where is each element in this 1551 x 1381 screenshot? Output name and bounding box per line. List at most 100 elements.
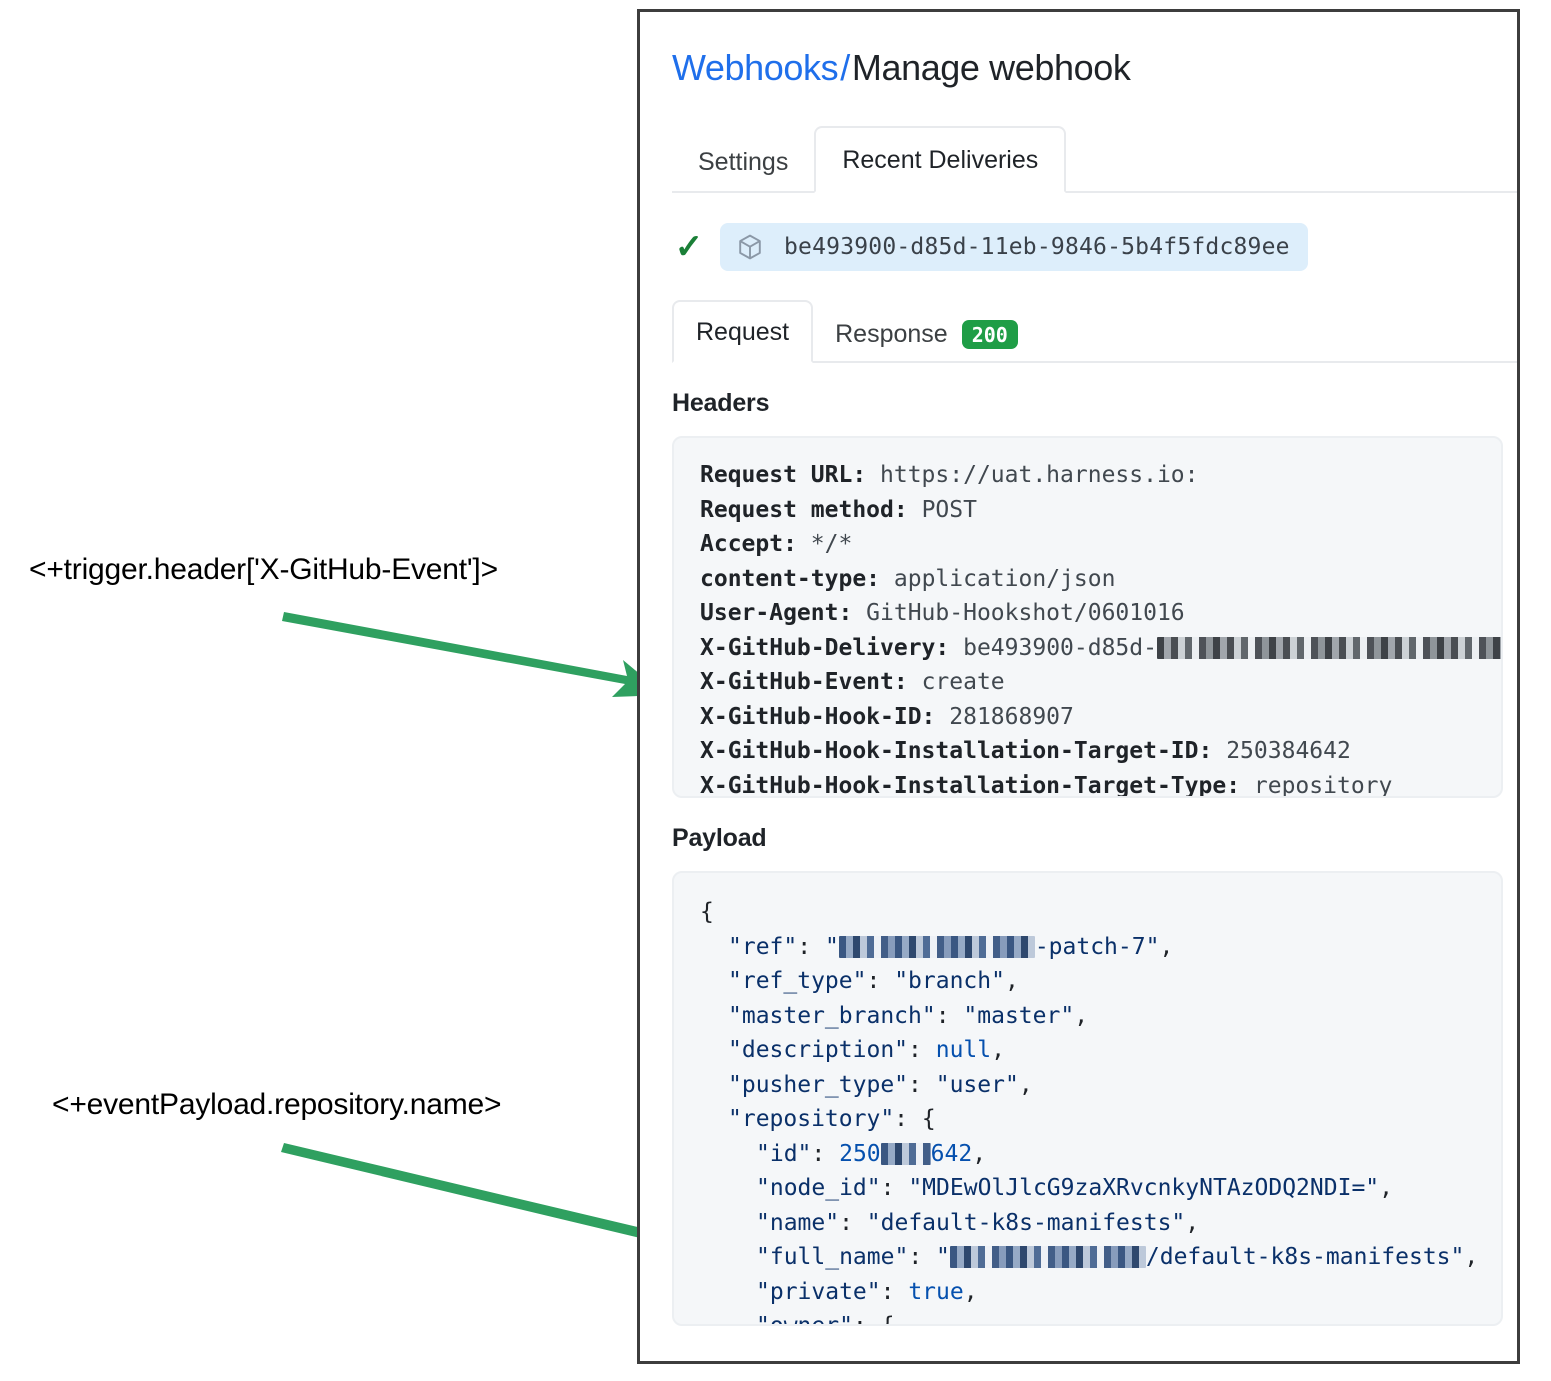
payload-token-key: "description" <box>728 1037 909 1064</box>
webhook-tabs: Settings Recent Deliveries <box>672 115 1517 194</box>
arrow-to-x-github-event <box>282 612 665 697</box>
redacted-text <box>1156 636 1501 659</box>
header-key: Request URL: <box>700 462 881 489</box>
payload-token-punct: , <box>1004 968 1019 995</box>
payload-token-punct: : <box>839 1209 867 1236</box>
payload-token-punct: , <box>991 1037 1005 1064</box>
header-value: POST <box>921 496 977 523</box>
redacted-text <box>880 1142 931 1165</box>
payload-token-punct: , <box>1159 933 1174 960</box>
header-line: X-GitHub-Hook-ID: 281868907 <box>700 700 1477 735</box>
header-line: Request method: POST <box>700 493 1477 528</box>
headers-code-block: Request URL: https://uat.harness.io:Requ… <box>672 436 1503 799</box>
header-key: Accept: <box>700 531 811 558</box>
payload-token-punct: , <box>1018 1071 1033 1098</box>
check-icon: ✓ <box>674 228 704 267</box>
delivery-chip[interactable]: be493900-d85d-11eb-9846-5b4f5fdc89ee <box>720 223 1308 272</box>
header-key: X-GitHub-Hook-Installation-Target-ID: <box>700 738 1227 765</box>
header-line: User-Agent: GitHub-Hookshot/0601016 <box>700 596 1477 631</box>
payload-token-num: 642 <box>930 1140 973 1167</box>
payload-token-str: " <box>936 1244 950 1271</box>
tab-request-label: Request <box>696 318 790 347</box>
payload-token-str: "branch" <box>894 968 1005 995</box>
payload-line: "name": "default-k8s-manifests", <box>700 1206 1477 1241</box>
delivery-guid: be493900-d85d-11eb-9846-5b4f5fdc89ee <box>784 234 1290 261</box>
annotation-label-trigger-header: <+trigger.header['X-GitHub-Event']> <box>29 553 498 586</box>
payload-token-lit: null <box>935 1037 992 1064</box>
payload-token-punct: , <box>1185 1209 1200 1236</box>
header-key: content-type: <box>700 565 894 592</box>
header-value: GitHub-Hookshot/0601016 <box>866 600 1185 627</box>
payload-line: "owner": { <box>700 1309 1477 1327</box>
payload-token-key: "id" <box>756 1140 812 1167</box>
header-line: Accept: */* <box>700 527 1477 562</box>
delivery-row: ✓ be493900-d85d-11eb-9846-5b4f5fdc89ee <box>672 223 1517 272</box>
payload-token-punct: , <box>1464 1244 1479 1271</box>
payload-line: "ref": "-patch-7", <box>700 930 1477 965</box>
payload-token-key: "node_id" <box>756 1175 881 1202</box>
payload-token-punct: , <box>972 1140 987 1167</box>
header-key: X-GitHub-Hook-Installation-Target-Type: <box>700 772 1254 799</box>
payload-token-str: "master" <box>963 1002 1075 1029</box>
header-value: repository <box>1253 772 1393 799</box>
header-line: X-GitHub-Event: create <box>700 665 1477 700</box>
payload-token-str: "MDEwOlJlcG9zaXRvcnkyNTAzODQ2NDI=" <box>908 1175 1380 1202</box>
payload-token-key: "name" <box>756 1209 840 1236</box>
payload-token-punct: { <box>700 899 714 926</box>
package-icon <box>736 233 764 261</box>
tab-settings[interactable]: Settings <box>698 148 789 177</box>
request-response-tabs: Request Response 200 <box>672 297 1517 364</box>
tab-request[interactable]: Request <box>672 300 814 364</box>
payload-token-punct: , <box>963 1278 978 1305</box>
payload-token-punct: : <box>908 1037 936 1064</box>
payload-token-key: "full_name" <box>756 1244 909 1271</box>
redacted-text <box>838 935 1035 958</box>
payload-token-punct: : { <box>852 1313 895 1327</box>
payload-line: "description": null, <box>700 1033 1477 1068</box>
payload-line: "ref_type": "branch", <box>700 964 1477 999</box>
payload-token-punct: , <box>1074 1002 1089 1029</box>
payload-token-punct: , <box>1379 1175 1393 1202</box>
header-value: be493900-d85d- <box>963 634 1157 661</box>
payload-token-key: "ref" <box>728 933 798 960</box>
payload-token-str: " <box>824 933 839 960</box>
breadcrumb-link-webhooks[interactable]: Webhooks <box>672 47 839 88</box>
payload-token-punct: : <box>866 968 895 995</box>
annotation-label-event-payload: <+eventPayload.repository.name> <box>52 1088 502 1121</box>
payload-line: "master_branch": "master", <box>700 999 1477 1034</box>
tab-response[interactable]: Response 200 <box>813 304 1040 363</box>
payload-code-block: {"ref": "-patch-7","ref_type": "branch",… <box>672 871 1503 1327</box>
payload-token-key: "private" <box>756 1278 881 1305</box>
tab-recent-deliveries[interactable]: Recent Deliveries <box>814 126 1067 194</box>
header-key: X-GitHub-Event: <box>700 669 922 696</box>
payload-token-punct: : <box>908 1244 937 1271</box>
payload-token-key: "repository" <box>728 1106 895 1133</box>
tab-response-label: Response <box>835 320 948 349</box>
payload-token-punct: : <box>811 1140 840 1167</box>
payload-token-punct: : <box>935 1002 964 1029</box>
payload-heading: Payload <box>672 824 767 853</box>
header-value: 250384642 <box>1226 738 1351 765</box>
payload-token-key: "master_branch" <box>728 1002 936 1029</box>
payload-line: "full_name": "/default-k8s-manifests", <box>700 1240 1479 1275</box>
header-line: X-GitHub-Hook-Installation-Target-ID: 25… <box>700 734 1477 769</box>
redacted-text <box>949 1246 1146 1269</box>
header-key: X-GitHub-Delivery: <box>700 634 964 661</box>
breadcrumb: Webhooks/Manage webhook <box>672 12 1517 89</box>
header-value: 281868907 <box>949 703 1074 730</box>
payload-token-str: "user" <box>935 1071 1019 1098</box>
header-line: Request URL: https://uat.harness.io: <box>700 458 1477 493</box>
header-value: https://uat.harness.io: <box>880 462 1199 489</box>
payload-token-str: -patch-7" <box>1034 933 1160 960</box>
payload-line: "private": true, <box>700 1275 1477 1310</box>
header-value: create <box>921 669 1005 696</box>
payload-token-punct: : <box>908 1071 936 1098</box>
breadcrumb-separator: / <box>840 47 850 88</box>
header-value: */* <box>810 531 853 558</box>
status-badge: 200 <box>961 320 1018 350</box>
page-title: Manage webhook <box>851 47 1131 88</box>
header-key: Request method: <box>700 496 922 523</box>
header-value: application/json <box>893 565 1116 592</box>
header-key: User-Agent: <box>700 600 867 627</box>
